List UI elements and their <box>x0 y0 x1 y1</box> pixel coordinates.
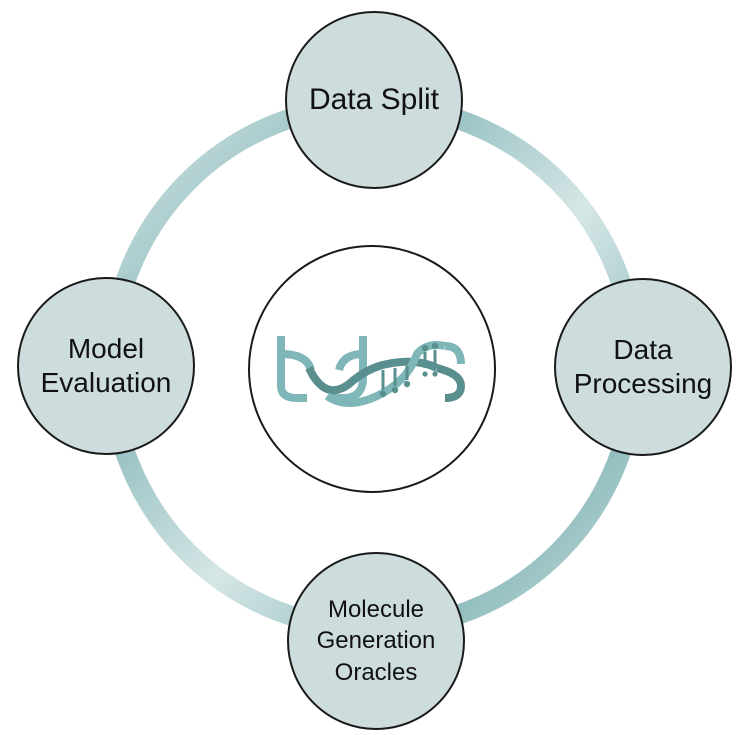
node-data-processing: Data Processing <box>554 278 732 456</box>
node-label-data-split: Data Split <box>308 83 440 116</box>
node-data-split: Data Split <box>285 11 463 189</box>
node-label-molecule-generation-oracles: Molecule Generation Oracles <box>316 596 436 686</box>
node-label-model-evaluation: Model Evaluation <box>40 333 172 398</box>
node-molecule-generation-oracles: Molecule Generation Oracles <box>287 552 465 730</box>
center-logo-circle <box>248 245 496 493</box>
node-label-data-processing: Data Processing <box>573 334 713 399</box>
node-model-evaluation: Model Evaluation <box>17 277 195 455</box>
tdc-logo <box>277 336 466 407</box>
